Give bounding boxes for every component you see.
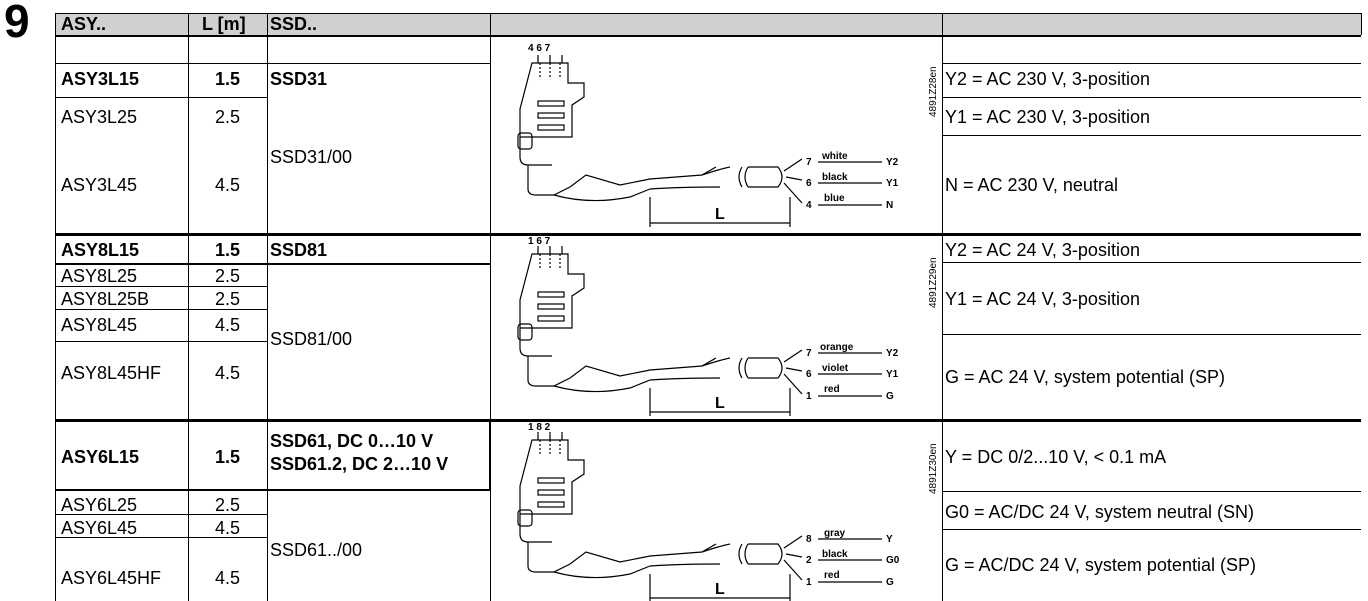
svg-text:1: 1 (806, 391, 812, 402)
length-label: L (715, 581, 725, 598)
svg-text:blue: blue (824, 193, 845, 204)
signal-description: N = AC 230 V, neutral (945, 175, 1118, 195)
signal-description: Y1 = AC 24 V, 3-position (945, 289, 1140, 309)
cable-length: 4.5 (214, 363, 241, 383)
cable-length: 4.5 (214, 518, 241, 538)
cable-length: 4.5 (214, 568, 241, 588)
drawing-ref: 4891Z28en (928, 66, 939, 117)
svg-text:G0: G0 (886, 555, 900, 566)
asy-model: ASY8L45HF (61, 363, 162, 383)
svg-text:red: red (824, 384, 840, 395)
wiring-diagram: 1 6 7 4891Z29en 7 orange Y2 6 violet Y1 … (517, 236, 939, 416)
svg-text:red: red (824, 570, 840, 581)
signal-description: G = AC/DC 24 V, system potential (SP) (945, 555, 1256, 575)
signal-description: Y2 = AC 24 V, 3-position (945, 240, 1140, 260)
cable-length: 1.5 (214, 69, 241, 89)
svg-text:6: 6 (806, 178, 812, 189)
svg-text:G: G (886, 577, 894, 588)
svg-text:Y2: Y2 (886, 348, 899, 359)
ssd-model: SSD31 (270, 69, 328, 89)
asy-model: ASY8L15 (61, 240, 140, 260)
drawing-ref: 4891Z30en (928, 443, 939, 494)
svg-text:Y1: Y1 (886, 178, 899, 189)
svg-text:7: 7 (806, 157, 812, 168)
wiring-diagram: 1 8 2 4891Z30en 8 gray Y 2 black G0 1 re… (517, 422, 939, 601)
cable-length: 2.5 (214, 266, 241, 286)
cable-length: 2.5 (214, 107, 241, 127)
signal-description: Y = DC 0/2...10 V, < 0.1 mA (945, 447, 1167, 467)
svg-text:gray: gray (824, 528, 846, 539)
asy-model: ASY3L15 (61, 69, 140, 89)
asy-model: ASY6L15 (61, 447, 140, 467)
ssd-model: SSD61.2, DC 2…10 V (270, 454, 449, 474)
svg-text:8: 8 (806, 534, 812, 545)
asy-model: ASY3L25 (61, 107, 138, 127)
cable-length: 4.5 (214, 175, 241, 195)
ssd-model-alt: SSD31/00 (270, 147, 353, 167)
svg-text:Y: Y (886, 534, 893, 545)
svg-text:1: 1 (806, 577, 812, 588)
signal-description: G = AC 24 V, system potential (SP) (945, 367, 1225, 387)
signal-description: G0 = AC/DC 24 V, system neutral (SN) (945, 502, 1254, 522)
header-ssd: SSD.. (270, 14, 318, 34)
asy-model: ASY6L25 (61, 495, 138, 515)
asy-model: ASY6L45 (61, 518, 138, 538)
section-number: 9 (4, 0, 30, 47)
drawing-ref: 4891Z29en (928, 257, 939, 308)
svg-text:Y2: Y2 (886, 157, 899, 168)
signal-description: Y2 = AC 230 V, 3-position (945, 69, 1150, 89)
signal-description: Y1 = AC 230 V, 3-position (945, 107, 1150, 127)
ssd-model: SSD81 (270, 240, 328, 260)
svg-text:black: black (822, 172, 848, 183)
cable-length: 1.5 (214, 240, 241, 260)
asy-model: ASY6L45HF (61, 568, 162, 588)
asy-model: ASY8L25B (61, 289, 150, 309)
svg-text:orange: orange (820, 342, 854, 353)
ssd-model-alt: SSD81/00 (270, 329, 353, 349)
asy-model: ASY8L45 (61, 315, 138, 335)
cable-length: 2.5 (214, 289, 241, 309)
svg-text:violet: violet (822, 363, 849, 374)
pin-numbers: 1 8 2 (528, 422, 551, 433)
svg-text:N: N (886, 200, 893, 211)
header-length: L [m] (202, 14, 246, 34)
ssd-model-alt: SSD61../00 (270, 540, 363, 560)
svg-text:7: 7 (806, 348, 812, 359)
asy-model: ASY8L25 (61, 266, 138, 286)
length-label: L (715, 206, 725, 223)
asy-model: ASY3L45 (61, 175, 138, 195)
pin-numbers: 1 6 7 (528, 236, 551, 247)
svg-text:G: G (886, 391, 894, 402)
wiring-diagram: 4 6 7 4891Z28en 7 white Y2 6 black Y1 4 … (517, 43, 939, 227)
table-header (55, 13, 1361, 35)
cable-length: 4.5 (214, 315, 241, 335)
cable-length: 1.5 (214, 447, 241, 467)
svg-text:black: black (822, 549, 848, 560)
ssd-model: SSD61, DC 0…10 V (270, 431, 434, 451)
length-label: L (715, 395, 725, 412)
svg-text:Y1: Y1 (886, 369, 899, 380)
svg-text:6: 6 (806, 369, 812, 380)
header-asy: ASY.. (61, 14, 107, 34)
svg-text:4: 4 (806, 200, 812, 211)
svg-text:white: white (821, 151, 848, 162)
svg-text:2: 2 (806, 555, 812, 566)
cable-length: 2.5 (214, 495, 241, 515)
pin-numbers: 4 6 7 (528, 43, 551, 54)
